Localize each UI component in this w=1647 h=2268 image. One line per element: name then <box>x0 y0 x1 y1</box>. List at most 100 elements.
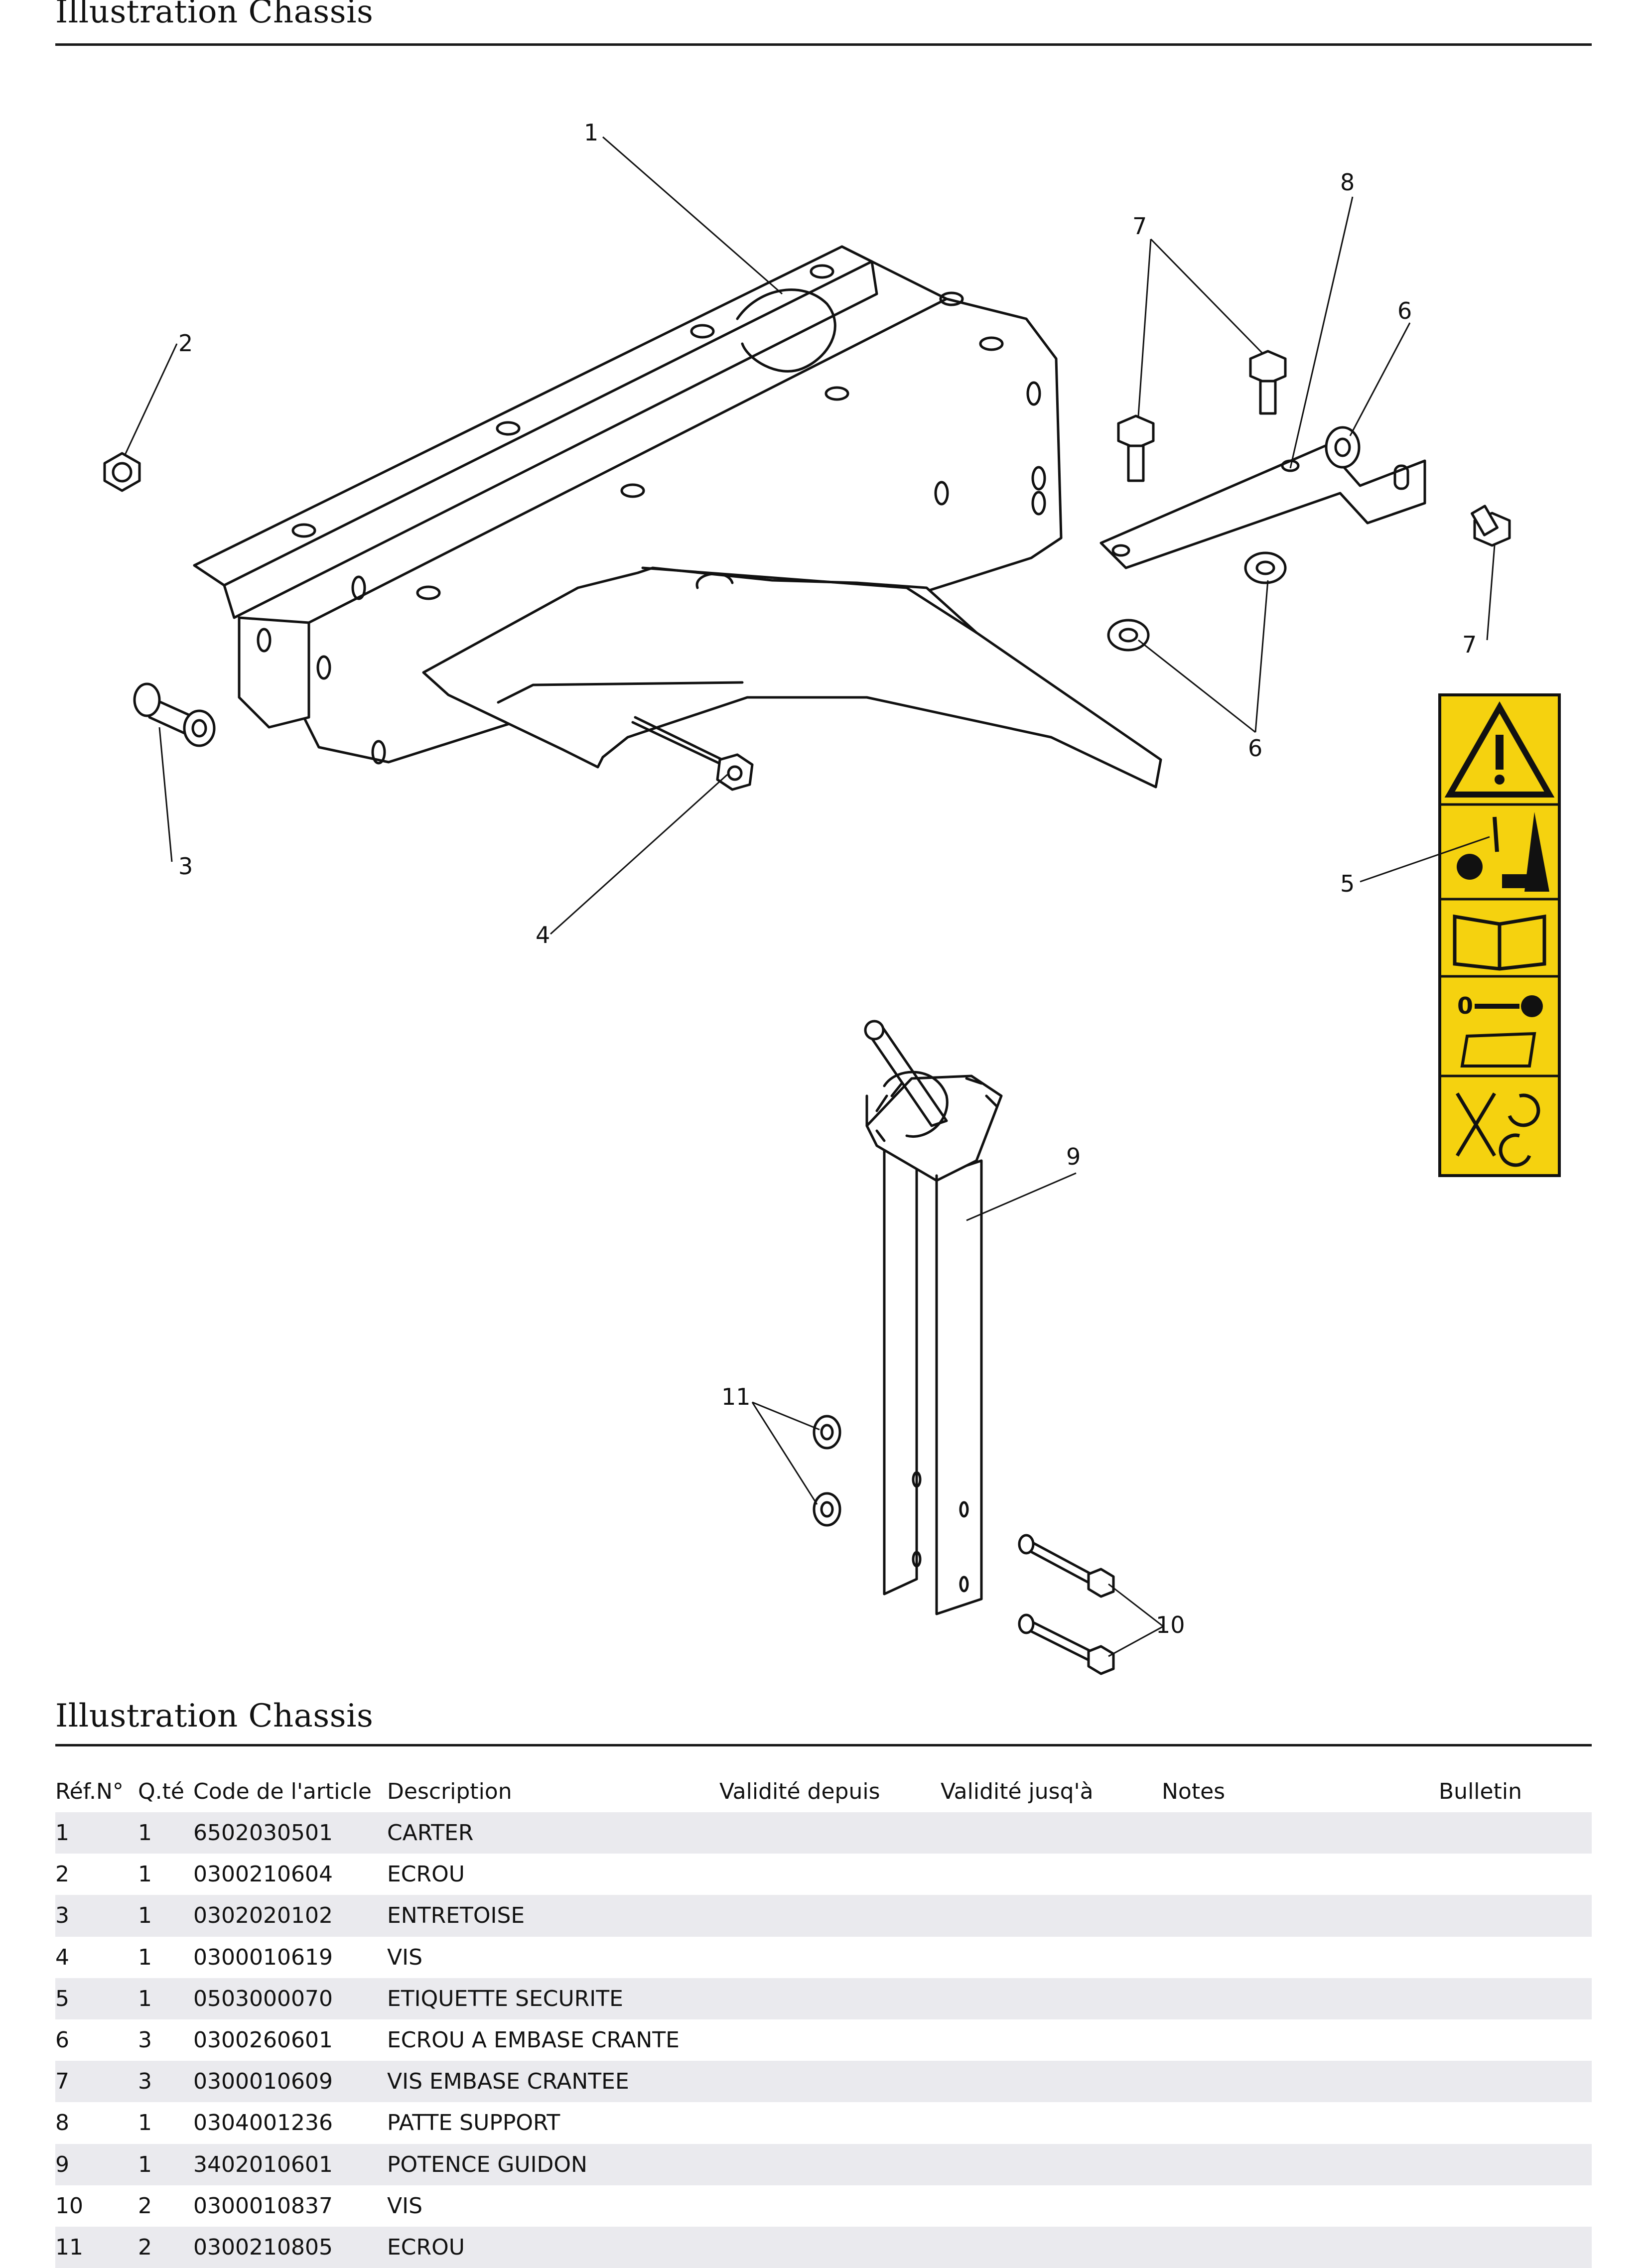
part-bolt-10 <box>1018 1534 1115 1675</box>
table-cell: 3 <box>138 2069 152 2095</box>
svg-text:0: 0 <box>1457 992 1473 1019</box>
col-notes: Notes <box>1162 1778 1226 1804</box>
table-cell: 1 <box>55 1820 69 1846</box>
table-cell: ETIQUETTE SECURITE <box>387 1986 623 2011</box>
table-cell: 8 <box>55 2110 69 2136</box>
table-cell: ECROU <box>387 2234 465 2260</box>
table-cell: CARTER <box>387 1820 474 1846</box>
table-cell: 3 <box>138 2027 152 2053</box>
table-cell: ENTRETOISE <box>387 1903 525 1929</box>
callout-10: 10 <box>1156 1611 1185 1638</box>
table-cell: 5 <box>55 1986 69 2011</box>
table-cell: 4 <box>55 1944 69 1970</box>
rotating-blade-icon <box>1457 812 1549 892</box>
parts-table: Réf.N° Q.té Code de l'article Descriptio… <box>55 1770 1592 2268</box>
title-divider <box>55 43 1592 46</box>
part-flange-bolt-7 <box>1117 350 1511 547</box>
table-row: 10 2 0300010837 VIS <box>55 2185 1592 2227</box>
table-cell: VIS <box>387 1944 423 1970</box>
table-row: 7 3 0300010609 VIS EMBASE CRANTEE <box>55 2061 1592 2103</box>
table-cell: ECROU A EMBASE CRANTE <box>387 2027 680 2053</box>
callout-5: 5 <box>1340 870 1355 897</box>
table-title: Illustration Chassis <box>55 1698 374 1734</box>
table-cell: POTENCE GUIDON <box>387 2151 587 2177</box>
table-cell: 1 <box>138 2151 152 2177</box>
table-cell: 9 <box>55 2151 69 2177</box>
table-cell: 0503000070 <box>193 1986 333 2011</box>
callout-6b: 6 <box>1397 297 1412 324</box>
table-row: 8 1 0304001236 PATTE SUPPORT <box>55 2102 1592 2143</box>
col-valid-from: Validité depuis <box>719 1778 880 1804</box>
table-cell: 0302020102 <box>193 1903 333 1929</box>
table-row: 1 1 6502030501 CARTER <box>55 1812 1592 1854</box>
no-stand-rotation-icon <box>1455 1092 1540 1167</box>
table-cell: 7 <box>55 2069 69 2095</box>
table-header-row: Réf.N° Q.té Code de l'article Descriptio… <box>55 1770 1592 1812</box>
table-cell: 0300010609 <box>193 2069 333 2095</box>
col-bulletin: Bulletin <box>1439 1778 1522 1804</box>
exploded-parts-diagram: 0 1 2 3 4 5 6 <box>103 119 1561 1675</box>
col-code: Code de l'article <box>193 1778 372 1804</box>
table-row: 3 1 0302020102 ENTRETOISE <box>55 1895 1592 1937</box>
table-cell: 0300010619 <box>193 1944 333 1970</box>
warning-triangle-icon <box>1444 701 1555 798</box>
table-cell: 1 <box>138 1986 152 2011</box>
table-title-divider <box>55 1744 1592 1746</box>
callout-9: 9 <box>1066 1143 1081 1170</box>
table-cell: 10 <box>55 2193 83 2219</box>
part-spacer-3 <box>133 682 216 747</box>
table-cell: ECROU <box>387 1862 465 1887</box>
table-row: 9 1 3402010601 POTENCE GUIDON <box>55 2143 1592 2185</box>
table-cell: 11 <box>55 2234 83 2260</box>
callout-4: 4 <box>536 922 550 948</box>
part-bracket-8 <box>1099 444 1426 569</box>
safety-label-5: 0 <box>1438 693 1561 1177</box>
callout-11: 11 <box>721 1383 751 1410</box>
table-cell: 0300210604 <box>193 1862 333 1887</box>
callout-labels: 1 2 3 4 5 6 6 7 7 8 9 10 11 <box>178 119 1477 1638</box>
callout-7b: 7 <box>1462 631 1477 658</box>
table-row: 5 1 0503000070 ETIQUETTE SECURITE <box>55 1978 1592 2019</box>
part-handlebar-stem-9 <box>864 1020 1003 1615</box>
table-row: 4 1 0300010619 VIS <box>55 1937 1592 1978</box>
callout-6a: 6 <box>1248 735 1262 762</box>
table-row: 2 1 0300210604 ECROU <box>55 1854 1592 1895</box>
manual-book-icon <box>1453 914 1546 971</box>
table-cell: VIS <box>387 2193 423 2219</box>
table-cell: 3 <box>55 1903 69 1929</box>
table-cell: VIS EMBASE CRANTEE <box>387 2069 629 2095</box>
table-cell: 2 <box>138 2193 152 2219</box>
table-cell: 6502030501 <box>193 1820 333 1846</box>
table-cell: 3402010601 <box>193 2151 333 2177</box>
callout-3: 3 <box>178 853 193 880</box>
table-cell: 1 <box>138 2110 152 2136</box>
table-cell: 1 <box>138 1862 152 1887</box>
callout-7a: 7 <box>1132 213 1147 240</box>
callout-1: 1 <box>584 119 598 146</box>
table-cell: PATTE SUPPORT <box>387 2110 560 2136</box>
table-cell: 0304001236 <box>193 2110 333 2136</box>
table-cell: 2 <box>55 1862 69 1887</box>
col-ref: Réf.N° <box>55 1778 124 1804</box>
part-deflector <box>422 566 1162 789</box>
table-cell: 0300260601 <box>193 2027 333 2053</box>
callout-2: 2 <box>178 330 193 357</box>
table-cell: 0300010837 <box>193 2193 333 2219</box>
key-removal-icon: 0 <box>1457 992 1543 1067</box>
table-cell: 1 <box>138 1944 152 1970</box>
col-qty: Q.té <box>138 1778 184 1804</box>
callout-leaders <box>124 136 1496 1657</box>
callout-8: 8 <box>1340 169 1355 196</box>
part-flange-nut-6 <box>1107 426 1361 652</box>
part-nut-11 <box>813 1415 841 1527</box>
table-cell: 1 <box>138 1820 152 1846</box>
part-bolt-4 <box>631 716 754 791</box>
table-cell: 0300210805 <box>193 2234 333 2260</box>
page-title: Illustration Chassis <box>55 0 374 30</box>
col-description: Description <box>387 1778 512 1804</box>
table-cell: 1 <box>138 1903 152 1929</box>
col-valid-to: Validité jusq'à <box>941 1778 1094 1804</box>
part-nut-2 <box>103 452 141 492</box>
